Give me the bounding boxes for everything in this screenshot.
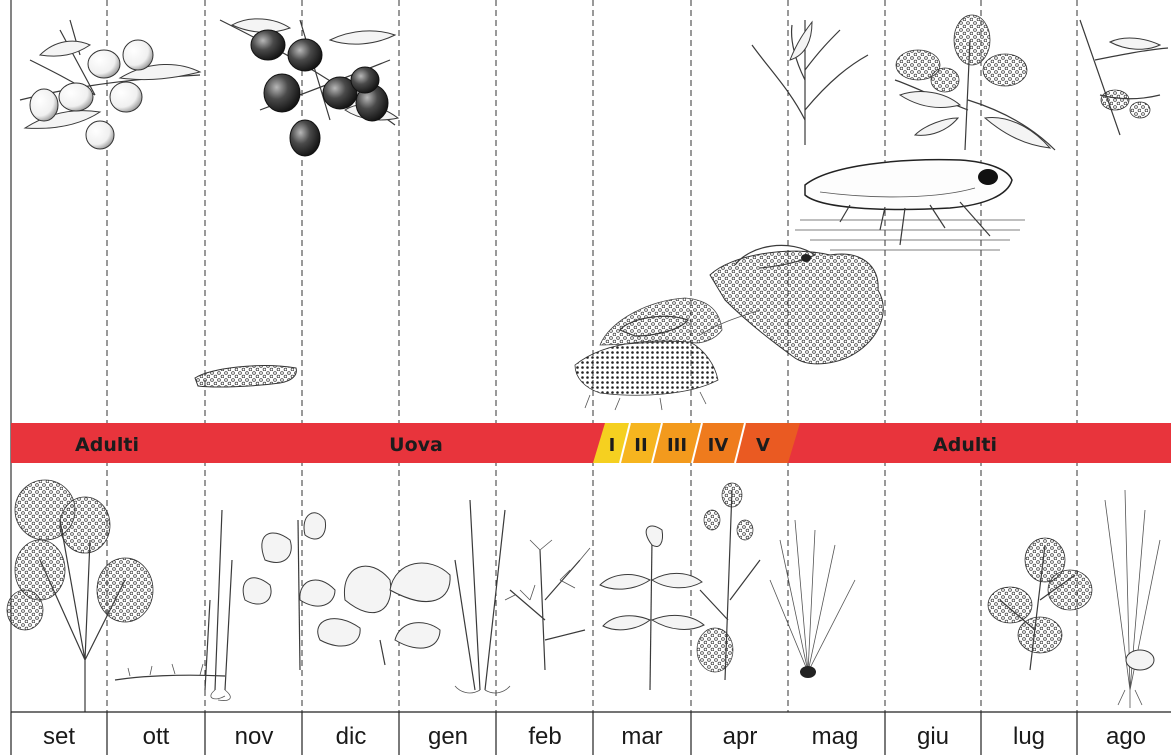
- adults-label-left: Adulti: [75, 434, 139, 456]
- eggs-label: Uova: [389, 434, 443, 456]
- rosette-weed-icon: [317, 562, 451, 666]
- nymph-on-foam-icon: [574, 297, 723, 411]
- branch-sprig-icon: [1079, 19, 1169, 136]
- month-label-mar: mar: [621, 723, 662, 750]
- month-label-dic: dic: [336, 723, 367, 750]
- stage-i-segment: [593, 423, 630, 463]
- month-label-apr: apr: [723, 723, 758, 750]
- stage-iv-label: IV: [708, 435, 729, 456]
- slender-grass-icon: [454, 499, 511, 694]
- month-label-ott: ott: [143, 723, 170, 750]
- flowering-weed-icon: [696, 482, 761, 681]
- month-axis: set ott nov dic gen feb mar apr mag giu …: [10, 711, 1171, 755]
- leafy-stem-icon: [599, 525, 705, 691]
- bedstraw-icon: [504, 539, 591, 671]
- flowering-shrub-icon: [894, 14, 1056, 151]
- broadleaf-weed-icon: [242, 512, 336, 671]
- adults-label-right: Adulti: [933, 434, 997, 456]
- wild-carrot-icon: [6, 479, 154, 712]
- creeping-grass-icon: [114, 509, 233, 701]
- grass-sprig-icon: [751, 20, 869, 145]
- stage-iii-segment: [652, 423, 702, 463]
- stage-iii-label: III: [667, 435, 687, 456]
- egg-batch-icon: [194, 365, 297, 388]
- month-label-feb: feb: [528, 723, 561, 750]
- grass-tuft-icon: [769, 519, 856, 678]
- stage-v-label: V: [756, 435, 770, 456]
- stage-ii-segment: [620, 423, 662, 463]
- month-label-nov: nov: [235, 723, 274, 750]
- month-label-ago: ago: [1106, 723, 1146, 750]
- month-label-mag: mag: [812, 723, 859, 750]
- month-label-gen: gen: [428, 723, 468, 750]
- vetch-icon: [987, 537, 1093, 671]
- month-label-set: set: [43, 723, 75, 750]
- spittle-foam-icon: [699, 244, 884, 365]
- stage-iv-segment: [692, 423, 745, 463]
- month-label-lug: lug: [1013, 723, 1045, 750]
- life-cycle-band: Adulti Uova Adulti I II III IV V: [11, 422, 1171, 464]
- stage-i-label: I: [609, 435, 616, 456]
- spittlebug-adult-icon: [795, 158, 1025, 251]
- olive-branch-ripe-fruit-icon: [219, 18, 400, 157]
- olive-branch-green-fruit-icon: [19, 19, 202, 150]
- month-label-giu: giu: [917, 723, 949, 750]
- stage-v-segment: [735, 423, 800, 463]
- stage-ii-label: II: [634, 435, 647, 456]
- bulb-grass-icon: [1104, 489, 1161, 708]
- band-red: [11, 423, 1171, 463]
